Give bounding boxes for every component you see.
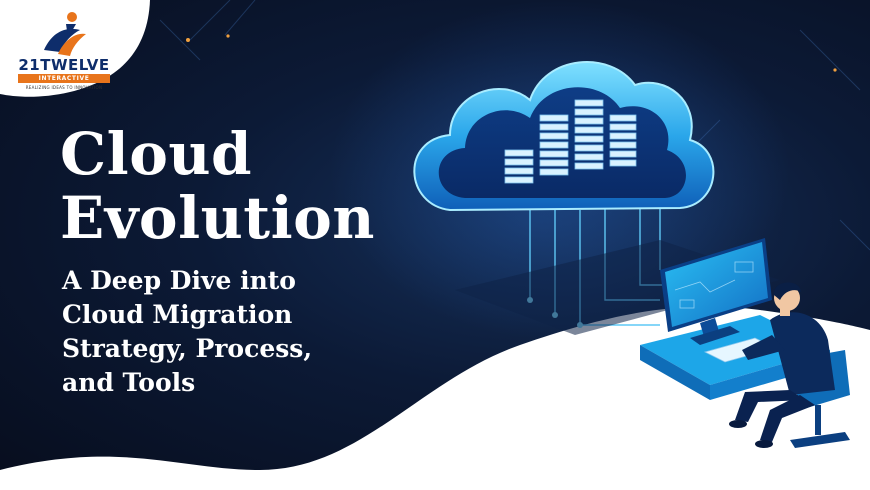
headline-line-2: Evolution <box>60 184 375 252</box>
logo-mark-icon <box>44 12 86 56</box>
logo-tagline: REALIZING IDEAS TO INNOVATION <box>25 85 103 90</box>
subheadline: A Deep Dive into Cloud Migration Strateg… <box>62 264 312 400</box>
subheadline-line-1: A Deep Dive into <box>62 266 296 295</box>
company-logo[interactable]: 21TWELVE INTERACTIVE REALIZING IDEAS TO … <box>14 10 114 94</box>
headline-line-1: Cloud <box>60 120 253 188</box>
logo-corner <box>0 0 150 97</box>
logo-subtext: INTERACTIVE <box>18 74 110 83</box>
monitor-icon <box>660 238 772 345</box>
subheadline-line-3: Strategy, Process, <box>62 334 313 363</box>
network-lines <box>159 0 870 251</box>
headline: Cloud Evolution <box>60 122 375 250</box>
server-stack <box>504 99 637 184</box>
person-icon <box>729 282 850 448</box>
subheadline-line-4: and Tools <box>62 368 196 397</box>
logo-brand: 21TWELVE <box>18 56 110 74</box>
subheadline-line-2: Cloud Migration <box>62 300 293 329</box>
